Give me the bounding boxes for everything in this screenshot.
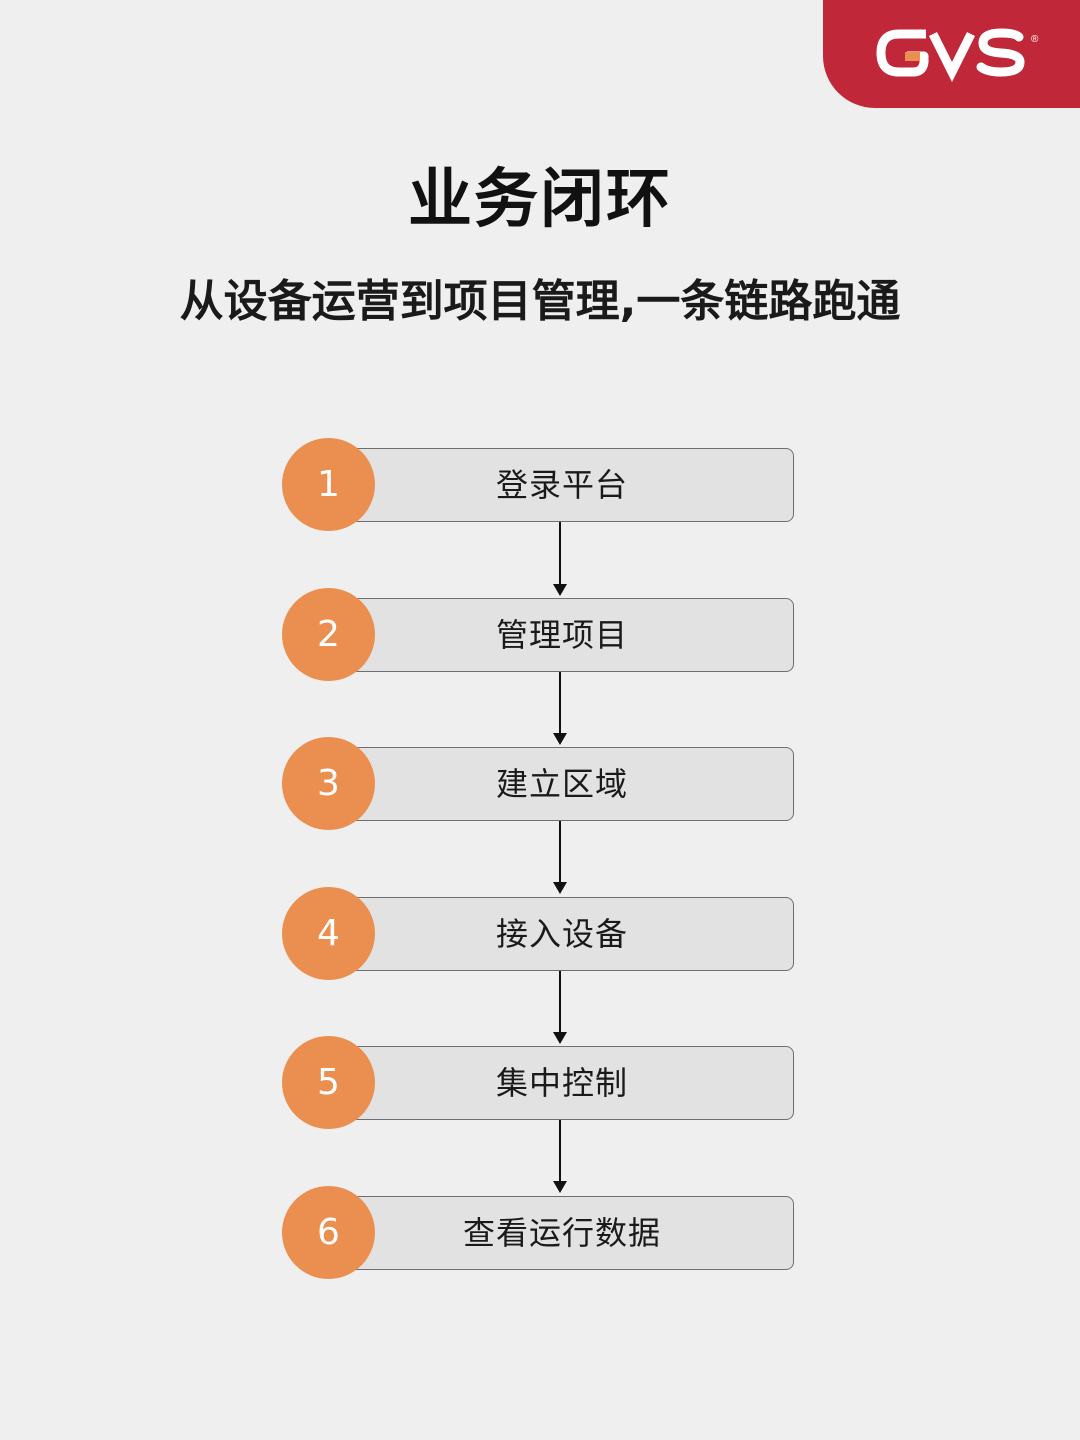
step-label: 登录平台 (495, 466, 628, 504)
step-box-5: 集中控制 (330, 1046, 794, 1120)
brand-tab: ® (823, 0, 1080, 108)
step-box-3: 建立区域 (330, 747, 794, 821)
step-label: 集中控制 (495, 1064, 628, 1102)
step-label: 接入设备 (495, 915, 628, 953)
step-box-1: 登录平台 (330, 448, 794, 522)
step-number-6: 6 (282, 1186, 375, 1279)
page-title: 业务闭环 (408, 163, 672, 237)
registered-mark: ® (1031, 34, 1039, 45)
step-number-4: 4 (282, 887, 375, 980)
step-box-4: 接入设备 (330, 897, 794, 971)
step-label: 查看运行数据 (462, 1214, 661, 1252)
step-box-6: 查看运行数据 (330, 1196, 794, 1270)
step-label: 建立区域 (495, 765, 628, 803)
step-number-1: 1 (282, 438, 375, 531)
step-number-2: 2 (282, 588, 375, 681)
step-label: 管理项目 (495, 616, 628, 654)
gvs-logo: ® (876, 28, 1039, 83)
step-number-3: 3 (282, 737, 375, 830)
step-number-5: 5 (282, 1036, 375, 1129)
step-box-2: 管理项目 (330, 598, 794, 672)
page-subtitle: 从设备运营到项目管理,一条链路跑通 (179, 276, 901, 327)
